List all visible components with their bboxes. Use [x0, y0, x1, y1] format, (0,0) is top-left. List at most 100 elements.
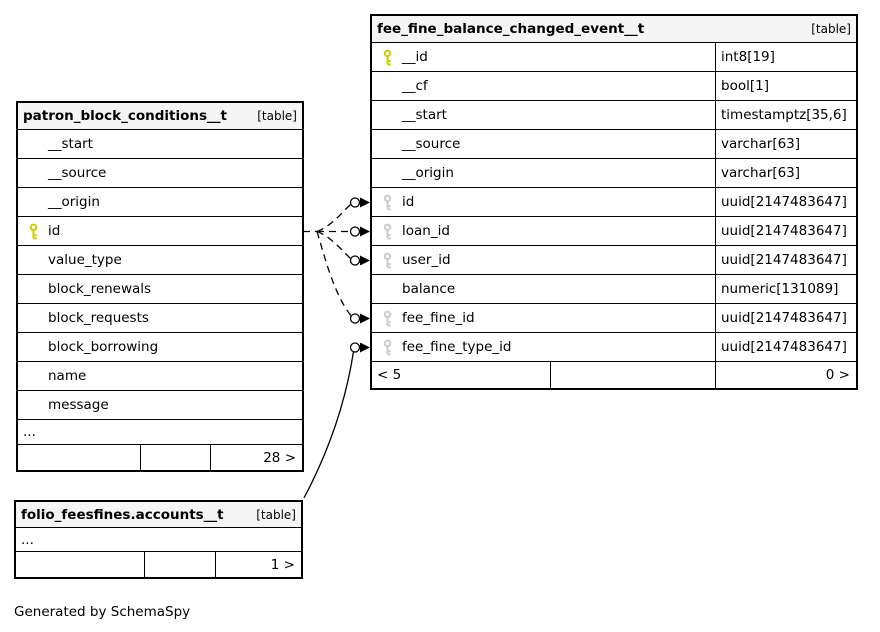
column-type: uuid[2147483647] — [715, 188, 856, 216]
column-name: user_id — [402, 252, 451, 268]
column-type: uuid[2147483647] — [715, 217, 856, 245]
column-row: __cf bool[1] — [372, 72, 856, 101]
column-name: fee_fine_id — [402, 310, 475, 326]
column-row: id uuid[2147483647] — [372, 188, 856, 217]
column-name: value_type — [48, 252, 122, 268]
column-type: bool[1] — [715, 72, 856, 100]
footer-cell — [16, 552, 144, 577]
column-type: varchar[63] — [715, 130, 856, 158]
column-name: id — [48, 223, 61, 239]
table-footer: 28 > — [18, 445, 302, 470]
key-slot — [18, 223, 48, 240]
column-row: value_type — [18, 246, 302, 275]
column-name: id — [402, 194, 415, 210]
column-type: uuid[2147483647] — [715, 246, 856, 274]
fk-endpoint-circle — [349, 255, 361, 266]
fk-endpoint-circle — [349, 226, 361, 237]
column-name: __origin — [48, 194, 100, 210]
fk-endpoint-circle — [349, 342, 361, 353]
column-row: __start — [18, 130, 302, 159]
key-slot — [372, 194, 402, 211]
column-type: timestamptz[35,6] — [715, 101, 856, 129]
table-header: patron_block_conditions__t [table] — [18, 103, 302, 130]
primary-key-icon — [383, 49, 391, 65]
column-row: message — [18, 391, 302, 420]
column-type: uuid[2147483647] — [715, 333, 856, 361]
column-name: block_borrowing — [48, 339, 159, 355]
table-title[interactable]: fee_fine_balance_changed_event__t — [377, 21, 645, 37]
column-row: id — [18, 217, 302, 246]
column-name: fee_fine_type_id — [402, 339, 512, 355]
more-columns-link[interactable]: 28 > — [210, 445, 302, 470]
footer-cell — [144, 552, 215, 577]
column-name: __start — [402, 107, 447, 123]
table-header: folio_feesfines.accounts__t [table] — [16, 502, 301, 528]
table-type-label: [table] — [256, 507, 296, 522]
key-slot — [372, 339, 402, 356]
hidden-relations-count[interactable]: 0 > — [715, 362, 856, 388]
column-row: __origin — [18, 188, 302, 217]
column-name: __source — [402, 136, 461, 152]
column-row: __start timestamptz[35,6] — [372, 101, 856, 130]
generated-by-note: Generated by SchemaSpy — [14, 604, 191, 620]
column-row: block_renewals — [18, 275, 302, 304]
key-slot — [372, 310, 402, 327]
ellipsis-row: ... — [18, 420, 302, 445]
fk-endpoint-circle — [349, 197, 361, 208]
column-name: block_renewals — [48, 281, 152, 297]
column-type: int8[19] — [715, 43, 856, 71]
column-row: __origin varchar[63] — [372, 159, 856, 188]
column-row: block_borrowing — [18, 333, 302, 362]
column-name: message — [48, 397, 109, 413]
table-footer: < 5 0 > — [372, 362, 856, 388]
column-name: __id — [402, 49, 428, 65]
foreign-key-icon — [383, 223, 391, 239]
column-name: name — [48, 368, 87, 384]
column-row: __source varchar[63] — [372, 130, 856, 159]
table-fee-fine-balance-changed-event: fee_fine_balance_changed_event__t [table… — [370, 14, 858, 390]
fk-arrowhead — [360, 226, 370, 237]
table-type-label: [table] — [811, 22, 851, 36]
foreign-key-icon — [383, 252, 391, 268]
more-columns-link[interactable]: 1 > — [215, 552, 301, 577]
fk-line-fee-fine-id — [316, 231, 352, 316]
fk-line-fee-fine-type-id — [303, 351, 355, 499]
fk-arrowhead — [360, 197, 370, 208]
column-row: user_id uuid[2147483647] — [372, 246, 856, 275]
column-name: __origin — [402, 165, 454, 181]
key-slot — [372, 49, 402, 66]
foreign-key-icon — [383, 194, 391, 210]
table-type-label: [table] — [257, 109, 297, 123]
column-type: numeric[131089] — [715, 275, 856, 303]
foreign-key-icon — [383, 339, 391, 355]
table-title[interactable]: folio_feesfines.accounts__t — [21, 506, 224, 523]
fk-arrowhead — [360, 313, 370, 324]
column-row: loan_id uuid[2147483647] — [372, 217, 856, 246]
ellipsis-row: ... — [16, 528, 301, 552]
column-name: balance — [402, 281, 456, 297]
column-row: balance numeric[131089] — [372, 275, 856, 304]
footer-cell — [140, 445, 210, 470]
column-name: __start — [48, 136, 93, 152]
column-name: __source — [48, 165, 107, 181]
column-type: varchar[63] — [715, 159, 856, 187]
column-row: name — [18, 362, 302, 391]
foreign-key-icon — [383, 310, 391, 326]
table-title[interactable]: patron_block_conditions__t — [23, 108, 227, 124]
table-folio-feesfines-accounts: folio_feesfines.accounts__t [table] ... … — [14, 500, 303, 579]
column-name: __cf — [402, 78, 428, 94]
column-row: fee_fine_id uuid[2147483647] — [372, 304, 856, 333]
column-row: __source — [18, 159, 302, 188]
footer-cell — [550, 362, 715, 388]
fk-endpoint-circle — [349, 313, 361, 324]
hidden-relations-count[interactable]: < 5 — [377, 367, 402, 383]
table-header: fee_fine_balance_changed_event__t [table… — [372, 16, 856, 43]
column-row: block_requests — [18, 304, 302, 333]
fk-arrowhead — [360, 342, 370, 353]
column-row: __id int8[19] — [372, 43, 856, 72]
column-name: loan_id — [402, 223, 450, 239]
key-slot — [372, 223, 402, 240]
table-patron-block-conditions: patron_block_conditions__t [table] __sta… — [16, 101, 304, 472]
key-slot — [372, 252, 402, 269]
primary-key-icon — [29, 223, 37, 239]
